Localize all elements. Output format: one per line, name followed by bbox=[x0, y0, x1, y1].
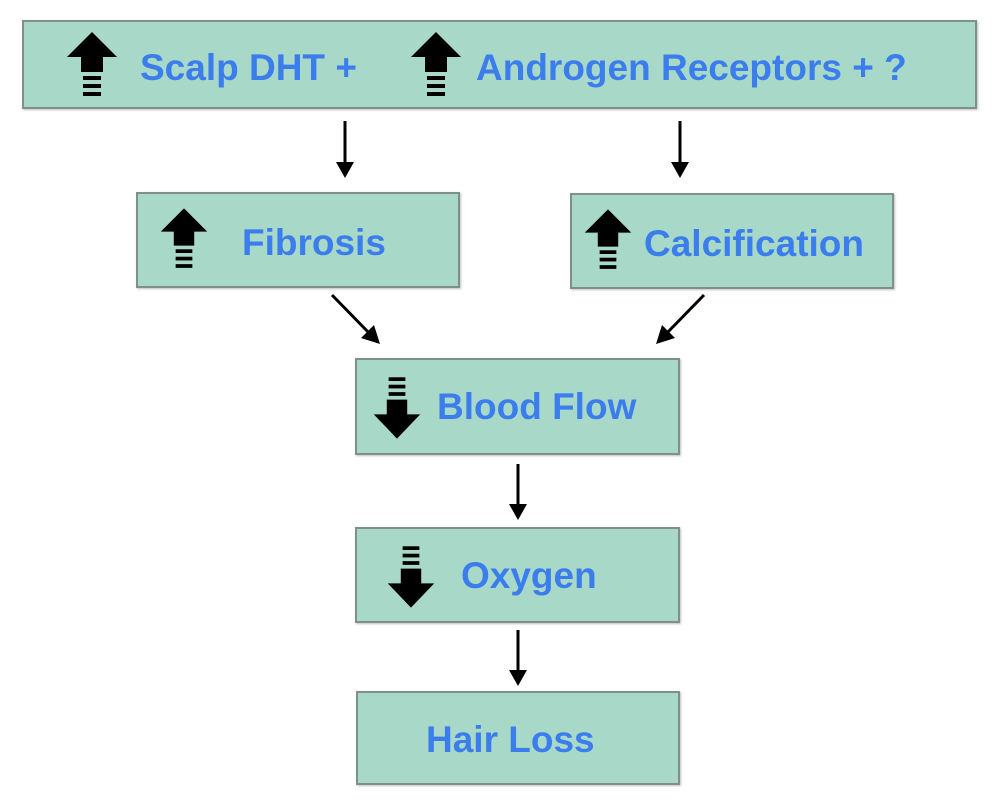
connector-top-to-fibrosis bbox=[336, 121, 354, 178]
connector-top-to-calcification bbox=[671, 121, 689, 178]
node-top-label-dht: Scalp DHT + bbox=[140, 47, 357, 88]
node-top-cause: Scalp DHT + Androgen Receptors + ? bbox=[22, 20, 977, 109]
node-top-label-receptors: Androgen Receptors + ? bbox=[476, 47, 907, 88]
node-blood-flow-label: Blood Flow bbox=[437, 386, 637, 427]
node-calcification-label: Calcification bbox=[644, 223, 864, 264]
node-oxygen-label: Oxygen bbox=[461, 555, 597, 596]
connector-oxygen-to-hair-loss bbox=[509, 630, 527, 686]
connector-fibrosis-to-blood-flow bbox=[330, 293, 380, 344]
node-calcification: Calcification bbox=[570, 193, 894, 289]
up-arrow-icon bbox=[584, 209, 632, 269]
up-arrow-icon bbox=[160, 208, 208, 268]
node-hair-loss-label: Hair Loss bbox=[426, 719, 595, 760]
connector-calcification-to-blood-flow bbox=[656, 293, 706, 344]
down-arrow-icon bbox=[373, 377, 421, 439]
node-fibrosis-label: Fibrosis bbox=[242, 222, 386, 263]
node-fibrosis: Fibrosis bbox=[136, 192, 460, 288]
node-oxygen: Oxygen bbox=[355, 527, 680, 623]
connector-blood-flow-to-oxygen bbox=[509, 464, 527, 520]
down-arrow-icon bbox=[387, 546, 435, 608]
up-arrow-icon bbox=[67, 32, 117, 96]
up-arrow-icon bbox=[411, 32, 461, 96]
node-hair-loss: Hair Loss bbox=[356, 691, 680, 785]
node-blood-flow: Blood Flow bbox=[355, 358, 680, 455]
